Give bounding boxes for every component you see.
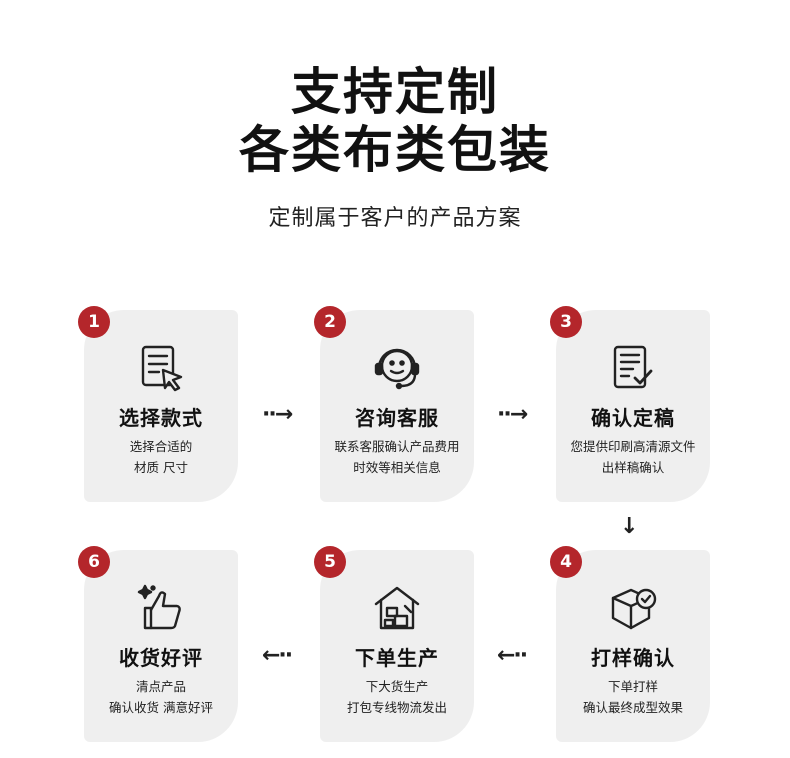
- step-title: 下单生产: [355, 646, 439, 670]
- step-card-3: 3 确认定稿 您提供印刷高清源文件 出样稿确认: [550, 306, 710, 502]
- document-check-icon: [607, 342, 659, 394]
- box-check-icon: [607, 582, 659, 634]
- step-badge: 6: [78, 546, 110, 578]
- step-badge: 2: [314, 306, 346, 338]
- thumbs-up-icon: [135, 582, 187, 634]
- step-description: 联系客服确认产品费用 时效等相关信息: [334, 439, 460, 475]
- step-title: 选择款式: [119, 406, 203, 430]
- step-description: 您提供印刷高清源文件 出样稿确认: [570, 439, 696, 475]
- step-badge: 4: [550, 546, 582, 578]
- step-card-1: 1 选择款式 选择合适的 材质 尺寸: [78, 306, 238, 502]
- step-card-6: 6 收货好评 清点产品 确认收货 满意好评: [78, 546, 238, 742]
- step-title: 打样确认: [591, 646, 675, 670]
- step-card-2: 2 咨询客服 联系客服确认产品费用 时效等相关信息: [314, 306, 474, 502]
- factory-icon: [371, 582, 423, 634]
- step-title: 咨询客服: [355, 406, 439, 430]
- arrow-left-2: ←··: [497, 643, 528, 668]
- document-cursor-icon: [135, 342, 187, 394]
- arrow-down: ↓: [620, 514, 639, 539]
- arrow-left-1: ←··: [262, 643, 293, 668]
- step-title: 收货好评: [119, 646, 203, 670]
- step-title: 确认定稿: [591, 406, 675, 430]
- step-description: 下单打样 确认最终成型效果: [582, 679, 683, 715]
- step-card-5: 5 下单生产 下大货生产 打包专线物流发出: [314, 546, 474, 742]
- step-description: 清点产品 确认收货 满意好评: [109, 679, 213, 715]
- step-badge: 5: [314, 546, 346, 578]
- page-title-line2: 各类布类包装: [239, 121, 551, 179]
- arrow-right-2: ··→: [497, 402, 528, 427]
- arrow-right-1: ··→: [262, 402, 293, 427]
- page-title-line1: 支持定制: [291, 63, 499, 121]
- step-description: 选择合适的 材质 尺寸: [129, 439, 193, 475]
- headset-icon: [371, 342, 423, 394]
- step-card-4: 4 打样确认 下单打样 确认最终成型效果: [550, 546, 710, 742]
- step-badge: 1: [78, 306, 110, 338]
- step-description: 下大货生产 打包专线物流发出: [346, 679, 447, 715]
- page-subtitle: 定制属于客户的产品方案: [268, 206, 522, 231]
- step-badge: 3: [550, 306, 582, 338]
